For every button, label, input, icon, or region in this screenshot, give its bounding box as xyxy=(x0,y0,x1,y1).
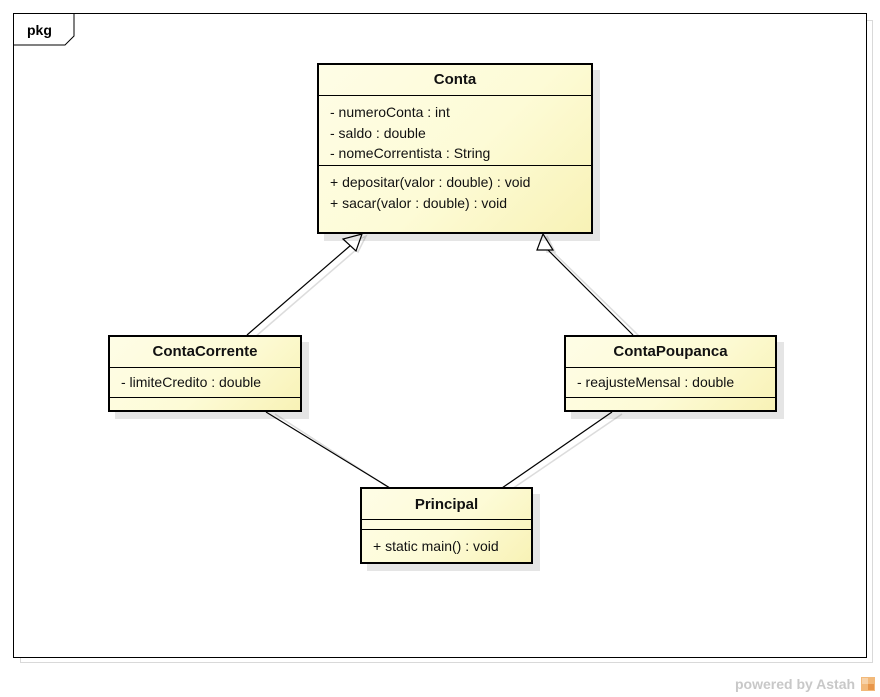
class-name: ContaCorrente xyxy=(110,337,300,368)
class-operations: + static main() : void xyxy=(362,530,531,562)
attribute: - limiteCredito : double xyxy=(121,374,262,390)
class-attributes xyxy=(362,520,531,530)
class-conta[interactable]: Conta - numeroConta : int - saldo : doub… xyxy=(317,63,593,234)
generalization-arrowhead xyxy=(341,233,363,253)
attribute: - saldo : double xyxy=(330,124,426,141)
class-principal[interactable]: Principal + static main() : void xyxy=(360,487,533,564)
generalization-edge-contapoupanca xyxy=(545,247,634,336)
package-label: pkg xyxy=(27,22,52,38)
association-edge-contapoupanca-principal xyxy=(501,411,613,489)
class-name: Conta xyxy=(319,65,591,96)
class-name: ContaPoupanca xyxy=(566,337,775,368)
class-attributes: - limiteCredito : double xyxy=(110,368,300,398)
watermark-text: powered by Astah xyxy=(735,676,856,692)
generalization-arrowhead xyxy=(536,232,555,251)
class-name: Principal xyxy=(362,489,531,520)
generalization-edge-contacorrente xyxy=(246,244,352,336)
class-attributes: - numeroConta : int - saldo : double - n… xyxy=(319,96,591,166)
attribute: - numeroConta : int xyxy=(330,104,450,120)
attribute: - nomeCorrentista : String xyxy=(330,145,491,161)
operation: + depositar(valor : double) : void xyxy=(330,174,531,190)
class-contacorrente[interactable]: ContaCorrente - limiteCredito : double xyxy=(108,335,302,412)
operation: + static main() : void xyxy=(373,538,499,554)
class-attributes: - reajusteMensal : double xyxy=(566,368,775,398)
package-tab xyxy=(13,13,75,46)
operation: + sacar(valor : double) : void xyxy=(330,194,508,211)
class-contapoupanca[interactable]: ContaPoupanca - reajusteMensal : double xyxy=(564,335,777,412)
class-operations: + depositar(valor : double) : void + sac… xyxy=(319,166,591,213)
attribute: - reajusteMensal : double xyxy=(577,374,735,390)
association-edge-contacorrente-principal xyxy=(265,411,391,489)
astah-logo-icon xyxy=(861,677,875,691)
